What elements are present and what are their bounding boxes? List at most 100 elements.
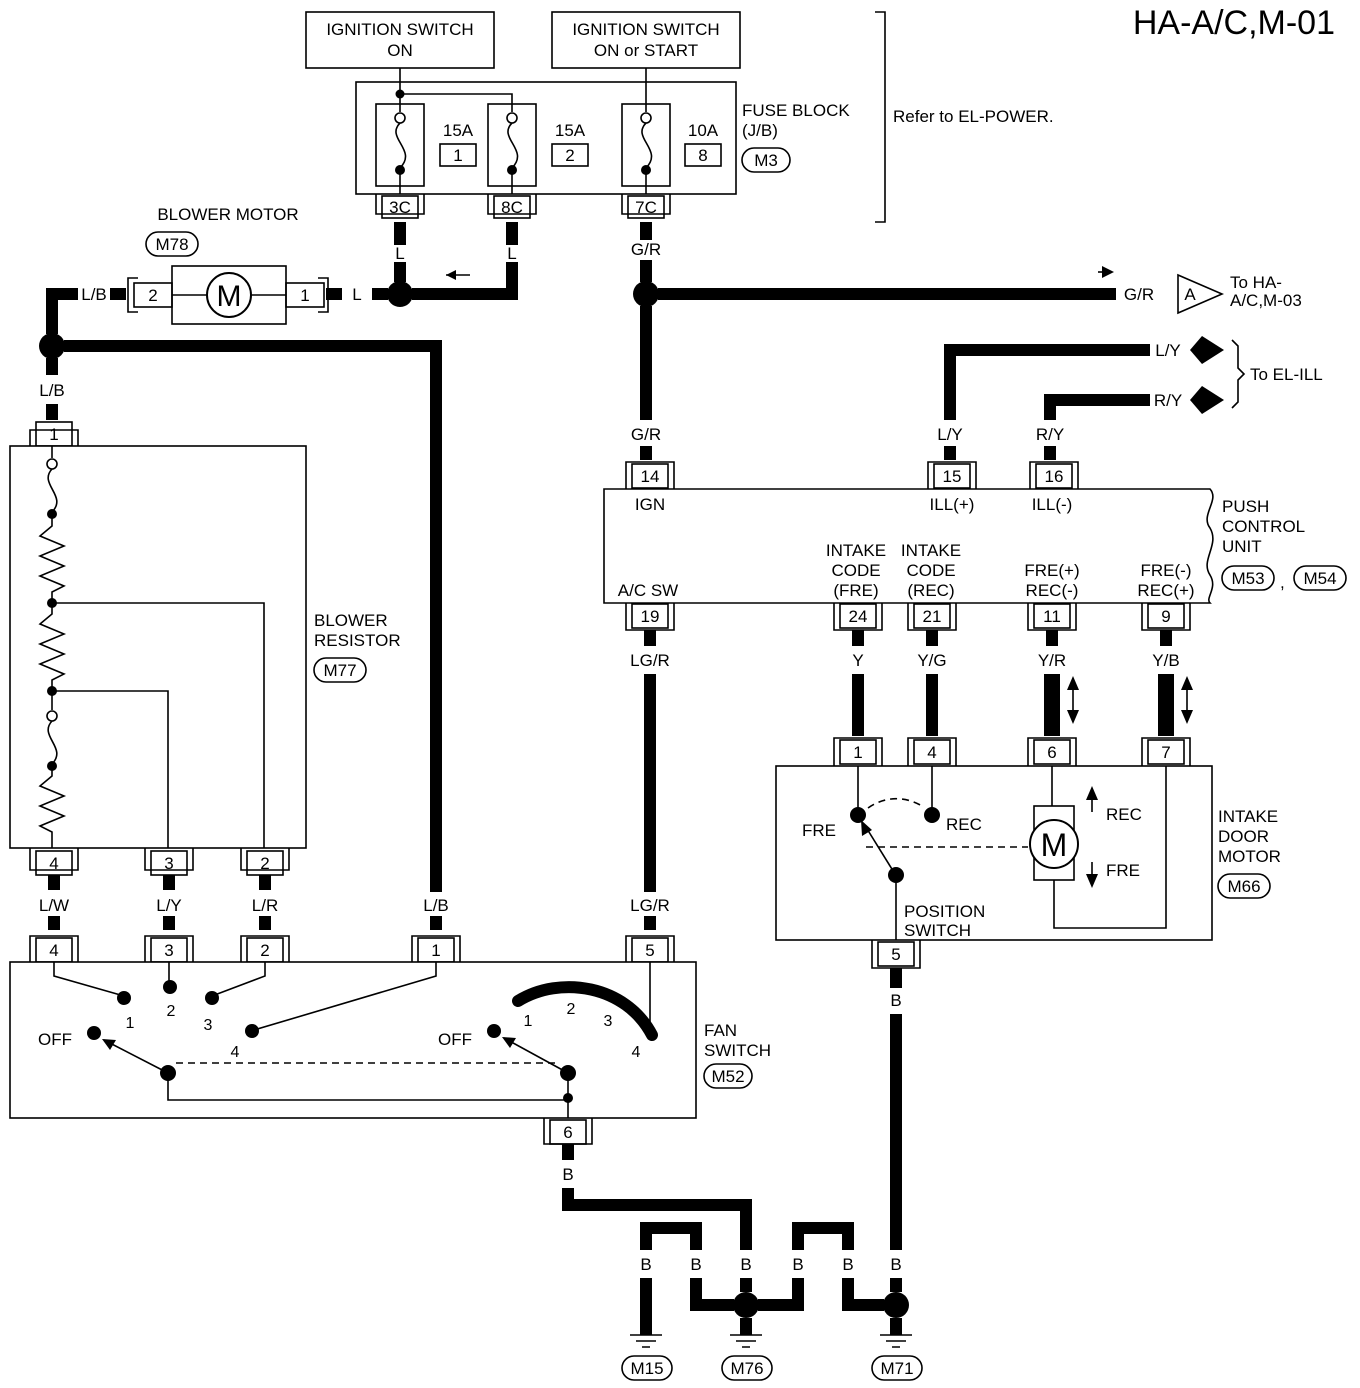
ground-wires: B B B B B B B B M15 M76 M71	[562, 968, 923, 1381]
svg-text:2: 2	[260, 941, 269, 960]
svg-text:B: B	[640, 1255, 651, 1274]
intake-door-motor: 1 4 6 7 FRE REC M REC FRE POSITION SWIT	[775, 737, 1281, 969]
svg-text:CODE: CODE	[906, 561, 955, 580]
svg-text:L/Y: L/Y	[1155, 341, 1181, 360]
svg-text:CODE: CODE	[831, 561, 880, 580]
svg-text:2: 2	[167, 1003, 176, 1020]
svg-text:4: 4	[231, 1044, 240, 1061]
fuse-block: 15A 1 15A 2 10A 8 3C 8C 7C FUSE BLOCK (J…	[355, 11, 1054, 223]
svg-text:FAN: FAN	[704, 1021, 737, 1040]
svg-text:FRE: FRE	[802, 821, 836, 840]
svg-text:1: 1	[431, 941, 440, 960]
svg-text:9: 9	[1161, 607, 1170, 626]
svg-text:(FRE): (FRE)	[833, 581, 878, 600]
svg-text:3C: 3C	[389, 198, 411, 217]
svg-text:IGNITION SWITCH: IGNITION SWITCH	[572, 20, 719, 39]
svg-text:To HA-: To HA-	[1230, 273, 1282, 292]
svg-text:A/C,M-03: A/C,M-03	[1230, 291, 1302, 310]
svg-text:L/W: L/W	[39, 896, 69, 915]
svg-text:REC(-): REC(-)	[1026, 581, 1079, 600]
svg-text:ILL(-): ILL(-)	[1032, 495, 1073, 514]
svg-text:G/R: G/R	[631, 240, 661, 259]
svg-text:REC: REC	[946, 815, 982, 834]
lb-wire: L/B L/B	[39, 285, 442, 892]
svg-text:M71: M71	[880, 1359, 913, 1378]
svg-text:FRE(+): FRE(+)	[1024, 561, 1079, 580]
page-title: HA-A/C,M-01	[1133, 4, 1335, 42]
svg-text:B: B	[890, 991, 901, 1010]
svg-text:ILL(+): ILL(+)	[930, 495, 975, 514]
svg-text:FUSE BLOCK: FUSE BLOCK	[742, 101, 850, 120]
svg-text:4: 4	[632, 1044, 641, 1061]
svg-text:14: 14	[641, 467, 660, 486]
svg-text:M78: M78	[155, 235, 188, 254]
svg-text:L: L	[507, 244, 516, 263]
svg-text:24: 24	[849, 607, 868, 626]
svg-text:1: 1	[853, 743, 862, 762]
svg-text:L: L	[352, 285, 361, 304]
svg-text:M3: M3	[754, 151, 778, 170]
svg-text:M: M	[1041, 827, 1068, 863]
svg-text:L/Y: L/Y	[156, 896, 182, 915]
svg-text:ON: ON	[387, 41, 413, 60]
svg-text:INTAKE: INTAKE	[826, 541, 886, 560]
svg-text:LG/R: LG/R	[630, 896, 670, 915]
gr-wires: G/R G/R A To HA- A/C,M-03 G/R L/Y R/Y To…	[631, 222, 1323, 460]
svg-text:1: 1	[49, 425, 58, 444]
svg-text:8C: 8C	[501, 198, 523, 217]
svg-text:6: 6	[1047, 743, 1056, 762]
svg-text:L/B: L/B	[39, 381, 65, 400]
svg-text:10A: 10A	[688, 121, 719, 140]
svg-text:1: 1	[453, 146, 462, 165]
svg-text:INTAKE: INTAKE	[901, 541, 961, 560]
svg-text:1: 1	[126, 1015, 135, 1032]
svg-text:FRE(-): FRE(-)	[1141, 561, 1192, 580]
svg-text:2: 2	[565, 146, 574, 165]
svg-text:4: 4	[927, 743, 936, 762]
svg-text:4: 4	[49, 941, 58, 960]
svg-text:ON or START: ON or START	[594, 41, 698, 60]
svg-text:3: 3	[604, 1013, 613, 1030]
svg-text:CONTROL: CONTROL	[1222, 517, 1305, 536]
svg-text:M77: M77	[323, 661, 356, 680]
ignition-switch-on: IGNITION SWITCH ON	[305, 11, 495, 69]
ignition-switch-on-start: IGNITION SWITCH ON or START	[551, 11, 741, 69]
svg-text:M53: M53	[1231, 569, 1264, 588]
svg-text:DOOR: DOOR	[1218, 827, 1269, 846]
blower-motor: BLOWER MOTOR M78 M 2 1	[127, 205, 329, 325]
svg-text:15: 15	[943, 467, 962, 486]
svg-text:BLOWER MOTOR: BLOWER MOTOR	[157, 205, 298, 224]
svg-text:L/B: L/B	[81, 285, 107, 304]
svg-text:REC: REC	[1106, 805, 1142, 824]
svg-text:3: 3	[164, 941, 173, 960]
svg-text:B: B	[842, 1255, 853, 1274]
svg-text:A/C SW: A/C SW	[618, 581, 678, 600]
svg-text:IGN: IGN	[635, 495, 665, 514]
svg-text:8: 8	[698, 146, 707, 165]
svg-text:5: 5	[891, 945, 900, 964]
svg-text:B: B	[562, 1165, 573, 1184]
svg-text:19: 19	[641, 607, 660, 626]
svg-text:FRE: FRE	[1106, 861, 1140, 880]
svg-text:6: 6	[563, 1123, 572, 1142]
svg-text:15A: 15A	[555, 121, 586, 140]
svg-text:G/R: G/R	[1124, 285, 1154, 304]
svg-text:Y/R: Y/R	[1038, 651, 1066, 670]
svg-text:To EL-ILL: To EL-ILL	[1250, 365, 1323, 384]
svg-text:L/Y: L/Y	[937, 425, 963, 444]
svg-text:REC(+): REC(+)	[1137, 581, 1194, 600]
svg-text:PUSH: PUSH	[1222, 497, 1269, 516]
power-wires: L L L	[326, 222, 518, 307]
svg-text:B: B	[792, 1255, 803, 1274]
svg-text:L/R: L/R	[252, 896, 278, 915]
svg-text:L/B: L/B	[423, 896, 449, 915]
svg-text:1: 1	[300, 286, 309, 305]
fan-switch: 4 3 2 1 5 1 2 3 4 OFF 1 2 3	[9, 935, 771, 1145]
svg-text:Refer to EL-POWER.: Refer to EL-POWER.	[893, 107, 1054, 126]
svg-text:M52: M52	[711, 1067, 744, 1086]
svg-text:M66: M66	[1227, 877, 1260, 896]
svg-text:Y/B: Y/B	[1152, 651, 1179, 670]
svg-text:G/R: G/R	[631, 425, 661, 444]
svg-text:M: M	[217, 280, 242, 313]
